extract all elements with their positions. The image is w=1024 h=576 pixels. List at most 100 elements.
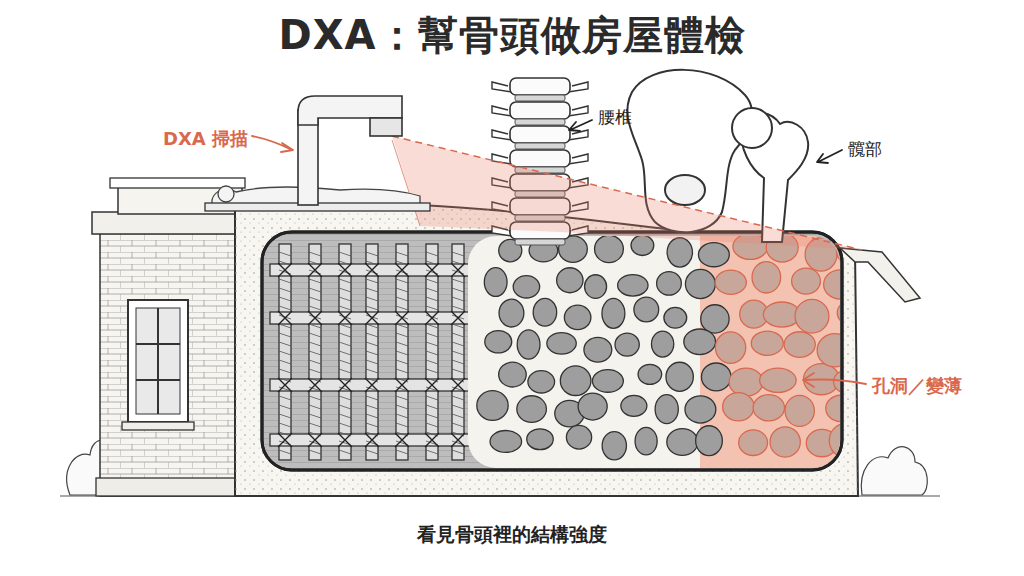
bone-pore (584, 337, 612, 362)
rebar-rib (426, 306, 438, 310)
bone-pore (499, 299, 524, 327)
rebar-rib (339, 414, 351, 418)
rebar-rib (279, 324, 291, 328)
obturator-foramen (665, 175, 705, 205)
rebar-rib (396, 360, 408, 364)
bone-pore (651, 331, 673, 357)
rebar-rib (279, 279, 291, 283)
bone-pore (834, 369, 840, 394)
bone-pore (685, 269, 715, 298)
bone-pore (784, 332, 815, 358)
bone-pore (684, 329, 716, 355)
rebar-rib (366, 414, 378, 418)
rebar-rib (339, 423, 351, 427)
rebar-rib (426, 297, 438, 301)
rebar-tie (278, 263, 292, 277)
bone-pore (485, 331, 512, 353)
bone-pore (664, 307, 687, 328)
intervertebral-disc (515, 95, 565, 101)
bone-pore (634, 297, 659, 322)
rebar-tie (278, 311, 292, 325)
rebar-rib (452, 405, 464, 409)
bone-pore (615, 333, 639, 356)
rebar-rib (452, 333, 464, 337)
bone-pore (557, 268, 583, 293)
rebar-rib (366, 333, 378, 337)
rebar-rib (366, 405, 378, 409)
rebar-rib (279, 360, 291, 364)
scanner-head (370, 118, 402, 136)
rebar-rib (396, 333, 408, 337)
bone-pore (698, 243, 729, 267)
rebar-rib (309, 333, 321, 337)
rebar-rib (366, 396, 378, 400)
bone-pore (792, 268, 821, 294)
scan-beam (392, 136, 862, 250)
bone-pore (837, 300, 840, 325)
rebar-tie (451, 378, 465, 392)
rebar-rib (426, 288, 438, 292)
rebar-rib (366, 288, 378, 292)
leader-arrow (817, 150, 842, 163)
rebar-rib (339, 450, 351, 454)
rebar-tie (395, 378, 409, 392)
rebar-rib (396, 306, 408, 310)
rebar-rib (452, 396, 464, 400)
rebar-rib (309, 306, 321, 310)
rebar-rib (396, 261, 408, 265)
window-bar (136, 379, 180, 381)
rebar-tie (365, 263, 379, 277)
rebar-tie (308, 433, 322, 447)
rebar-rib (339, 333, 351, 337)
brick-wall (100, 232, 240, 496)
rebar-tie (308, 263, 322, 277)
base-trim (96, 478, 244, 496)
rebar-rib (279, 369, 291, 373)
rebar-tie (338, 263, 352, 277)
beam-edge (392, 140, 420, 226)
rebar-rib (366, 324, 378, 328)
bone-pore (499, 362, 527, 387)
rebar-rib (309, 450, 321, 454)
rebar-rib (309, 369, 321, 373)
cutaway-hatch (262, 232, 842, 470)
vertebra-body (510, 78, 570, 95)
rebar-rib (309, 360, 321, 364)
bone-pore (602, 298, 625, 328)
callout-label: 孔洞／變薄 (872, 374, 962, 398)
rebar-rib (452, 306, 464, 310)
rebar-rib (279, 288, 291, 292)
rebar-tie (338, 433, 352, 447)
bone-pore (547, 333, 576, 354)
rebar-rib (396, 252, 408, 256)
rebar-rib (309, 324, 321, 328)
rebar-rib (396, 405, 408, 409)
bone-pore (635, 427, 657, 455)
rebar-tie (308, 311, 322, 325)
part-label: 腰椎 (598, 106, 632, 129)
bone-pore (696, 426, 723, 456)
bone-pore (592, 370, 623, 393)
rebar-rib (279, 351, 291, 355)
bone-pore (566, 425, 591, 449)
rebar-rib (452, 351, 464, 355)
vertebra-body (510, 126, 570, 143)
bush (861, 447, 927, 495)
bone-pore (795, 299, 829, 333)
rebar-rib (396, 450, 408, 454)
beam-edge (392, 136, 862, 250)
bone-pore (723, 393, 754, 421)
window-sill (122, 422, 194, 430)
rebar-rib (426, 450, 438, 454)
rebar-rib (339, 279, 351, 283)
rebar-rib (339, 252, 351, 256)
rebar-rib (279, 450, 291, 454)
rebar-rib (309, 252, 321, 256)
rebar-rib (426, 333, 438, 337)
rebar-rib (452, 423, 464, 427)
rebar-rib (339, 351, 351, 355)
leader-arrow (803, 373, 866, 387)
rebar-rib (366, 297, 378, 301)
rebar-rib (396, 288, 408, 292)
